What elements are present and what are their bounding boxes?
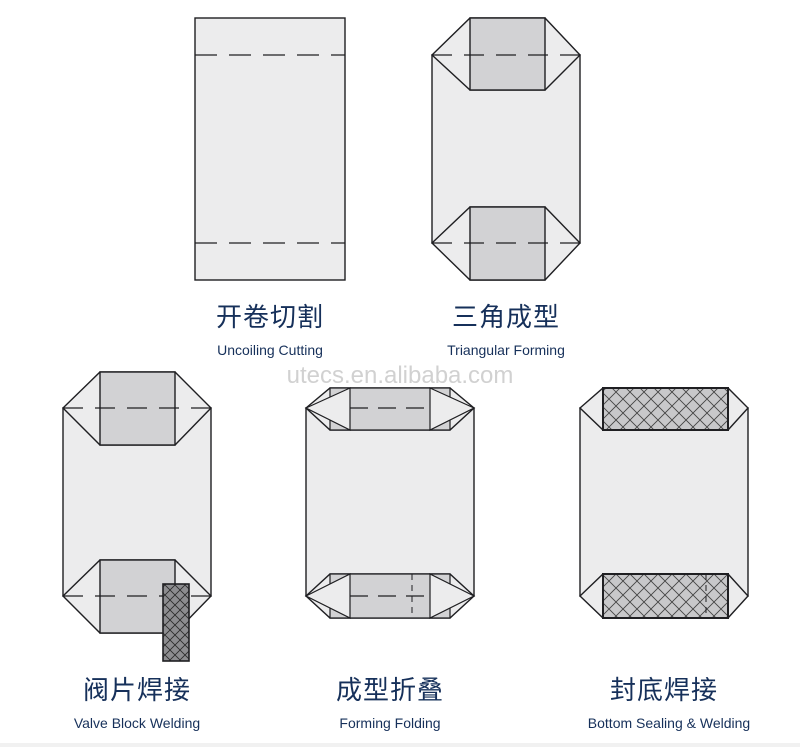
step-3-title-en: Valve Block Welding [73, 715, 201, 731]
step-1-title-en: Uncoiling Cutting [217, 342, 323, 358]
uncoiling-cutting-bag [194, 17, 346, 281]
valve-block [162, 583, 190, 662]
step-5-title-en: Bottom Sealing & Welding [587, 715, 751, 731]
step-4-title-en: Forming Folding [339, 715, 441, 731]
forming-folding-bag [304, 387, 476, 619]
watermark: utecs.en.alibaba.com [286, 362, 514, 389]
valve-block-welding-bag [62, 371, 212, 662]
top-seal-weld [602, 387, 729, 431]
bottom-seal-weld [602, 573, 729, 619]
step-2-title-zh: 三角成型 [451, 303, 560, 333]
triangular-forming-bag [430, 17, 581, 281]
step-4-title-zh: 成型折叠 [335, 676, 444, 706]
bottom-divider [0, 743, 800, 747]
step-1-title-zh: 开卷切割 [215, 303, 324, 333]
bottom-sealing-welding-bag [578, 387, 749, 619]
step-3-title-zh: 阀片焊接 [82, 676, 191, 706]
step-5-title-zh: 封底焊接 [609, 676, 718, 706]
step-2-title-en: Triangular Forming [447, 342, 565, 358]
